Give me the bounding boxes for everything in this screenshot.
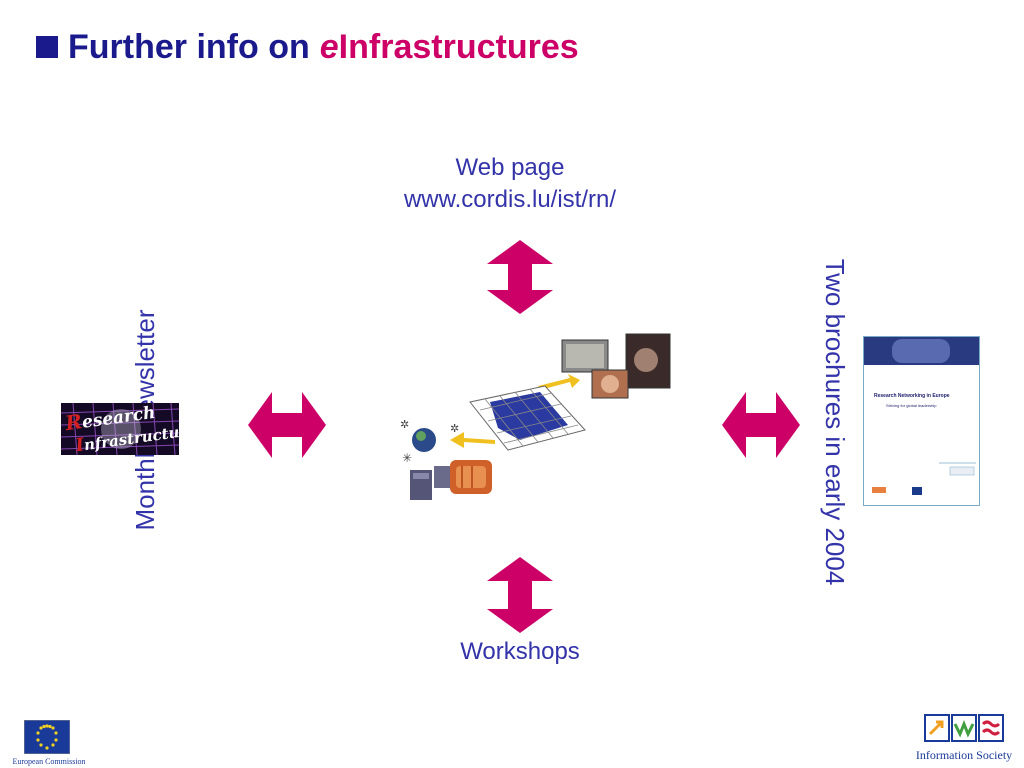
brochure-title: Research Networking in Europe xyxy=(874,393,950,399)
svg-text:✳: ✳ xyxy=(402,451,412,465)
arrow-left-right-right-icon xyxy=(722,392,800,458)
european-commission-text: European Commission xyxy=(12,757,86,766)
slide-title: Further info on e Infrastructures xyxy=(36,22,579,72)
svg-text:✲: ✲ xyxy=(450,422,459,435)
europe-grid-map-icon xyxy=(469,385,586,451)
photo-collage-icon xyxy=(561,333,671,399)
arrow-up-down-bottom-icon xyxy=(487,557,553,633)
brochures-label: Two brochures in early 2004 xyxy=(820,258,850,586)
workshops-label: Workshops xyxy=(460,638,580,665)
information-society-icons xyxy=(924,714,1004,742)
web-page-line1: Web page xyxy=(455,154,565,181)
arrow-up-down-top-icon xyxy=(487,240,553,314)
computer-hardware-icon xyxy=(410,460,492,500)
title-prefix: Further info on xyxy=(68,27,310,66)
research-infrastructure-logo: Research Infrastructure xyxy=(61,403,179,455)
brochure-subtitle: Striving for global leadership xyxy=(886,403,937,408)
square-bullet-icon xyxy=(36,36,58,58)
web-page-url[interactable]: www.cordis.lu/ist/rn/ xyxy=(403,186,617,213)
european-commission-logo: European Commission xyxy=(12,718,86,768)
svg-text:✲: ✲ xyxy=(400,418,409,431)
eu-flag-icon xyxy=(24,720,70,754)
web-page-label: Web page www.cordis.lu/ist/rn/ xyxy=(340,152,680,216)
brochure-cover-image: Research Networking in Europe Striving f… xyxy=(863,336,980,506)
title-suffix: Infrastructures xyxy=(338,27,579,66)
arrow-left-right-left-icon xyxy=(248,392,326,458)
infrastructure-collage-image: ✲ ✲ ✳ xyxy=(400,333,671,500)
information-society-logo: Information Society xyxy=(904,712,1024,768)
grid-pattern-icon xyxy=(61,403,179,455)
title-e: e xyxy=(319,27,339,66)
information-society-text: Information Society xyxy=(915,748,1013,762)
